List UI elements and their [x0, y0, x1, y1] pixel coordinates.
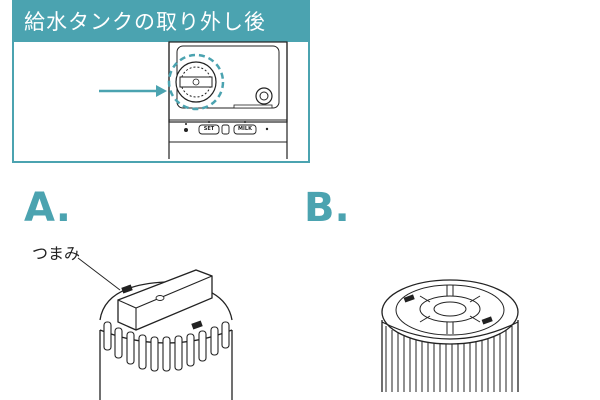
section-b-label: B.	[304, 185, 350, 231]
milk-button-label: MILK	[238, 126, 252, 132]
arrow-icon	[156, 85, 167, 97]
panel-title: 給水タンクの取り外し後	[14, 2, 308, 42]
knob-callout-label: つまみ	[32, 244, 81, 263]
machine-illustration	[99, 41, 288, 159]
set-button-label: SET	[203, 126, 215, 132]
highlight-circle	[167, 53, 225, 111]
removal-panel: 給水タンクの取り外し後	[12, 0, 310, 163]
knob-detail	[175, 61, 217, 103]
section-a-label: A.	[24, 185, 71, 231]
